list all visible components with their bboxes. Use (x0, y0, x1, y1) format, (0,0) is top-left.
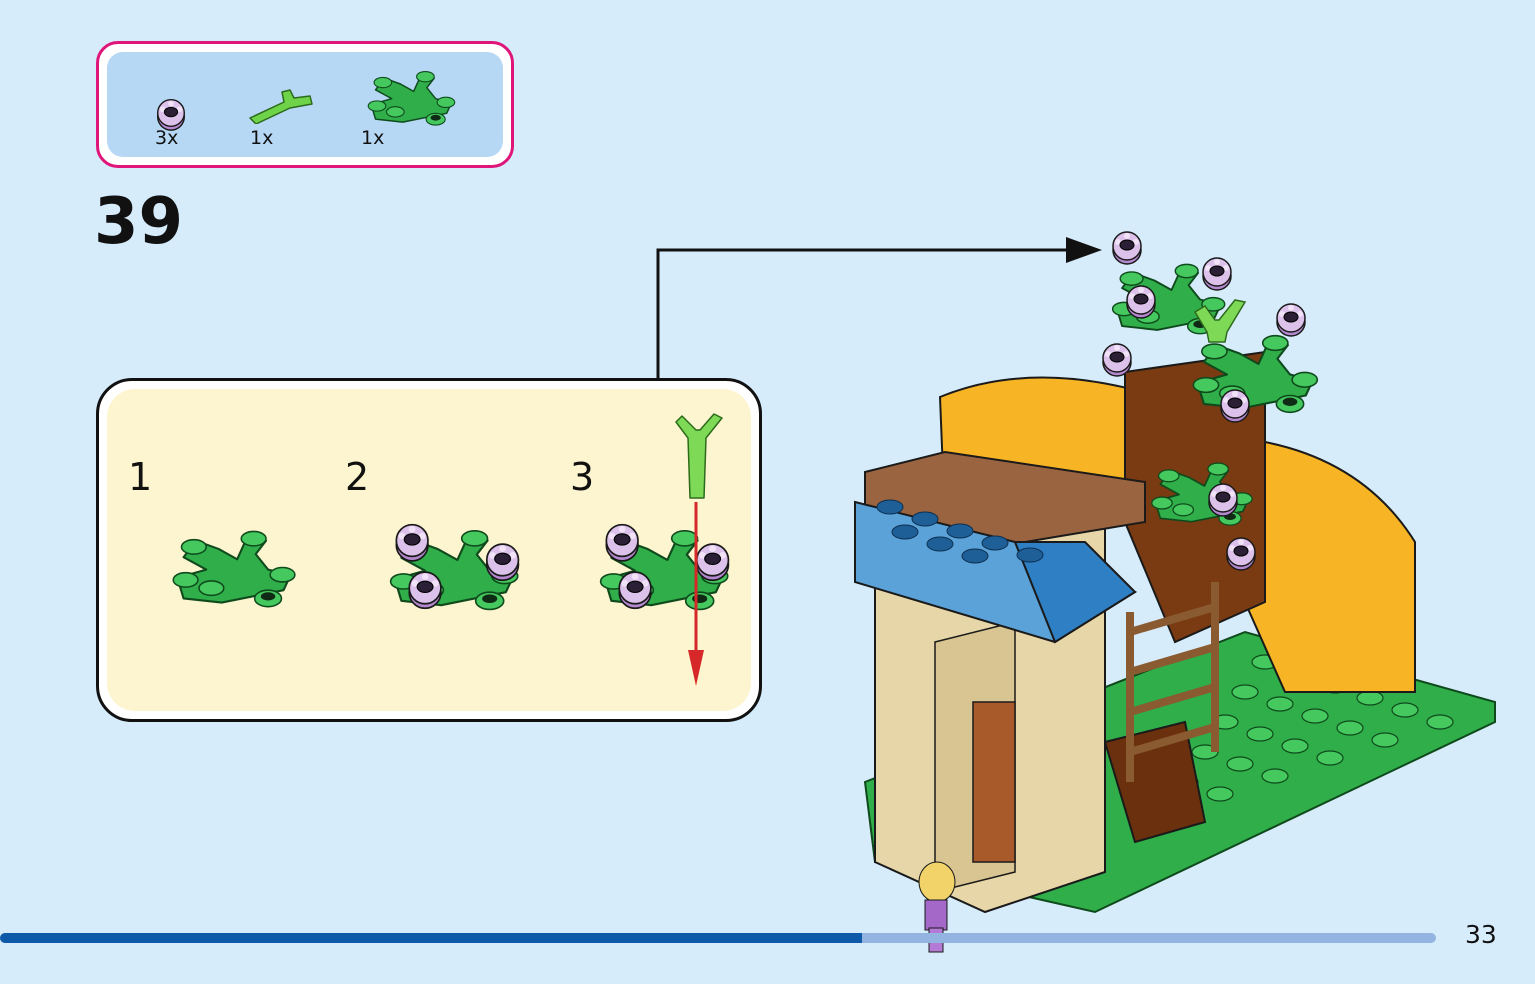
part-qty-branch: 1x (361, 127, 385, 149)
substep-3-stem-insert-icon (666, 410, 728, 704)
substep-2-label: 2 (345, 455, 370, 499)
progress-bar-fill (0, 933, 862, 943)
part-qty-flower: 3x (155, 127, 179, 149)
green-stem-piece-icon (246, 88, 316, 124)
assembled-treehouse-model (845, 222, 1505, 961)
substep-1-label: 1 (128, 455, 153, 499)
part-qty-stem: 1x (250, 127, 274, 149)
step-number: 39 (94, 185, 184, 259)
substep-3-label: 3 (570, 455, 595, 499)
page-number: 33 (1465, 920, 1497, 949)
substep-1-branch-icon (165, 512, 299, 626)
substep-2-branch-with-flowers-icon (382, 512, 522, 628)
progress-bar-track (0, 933, 1436, 943)
